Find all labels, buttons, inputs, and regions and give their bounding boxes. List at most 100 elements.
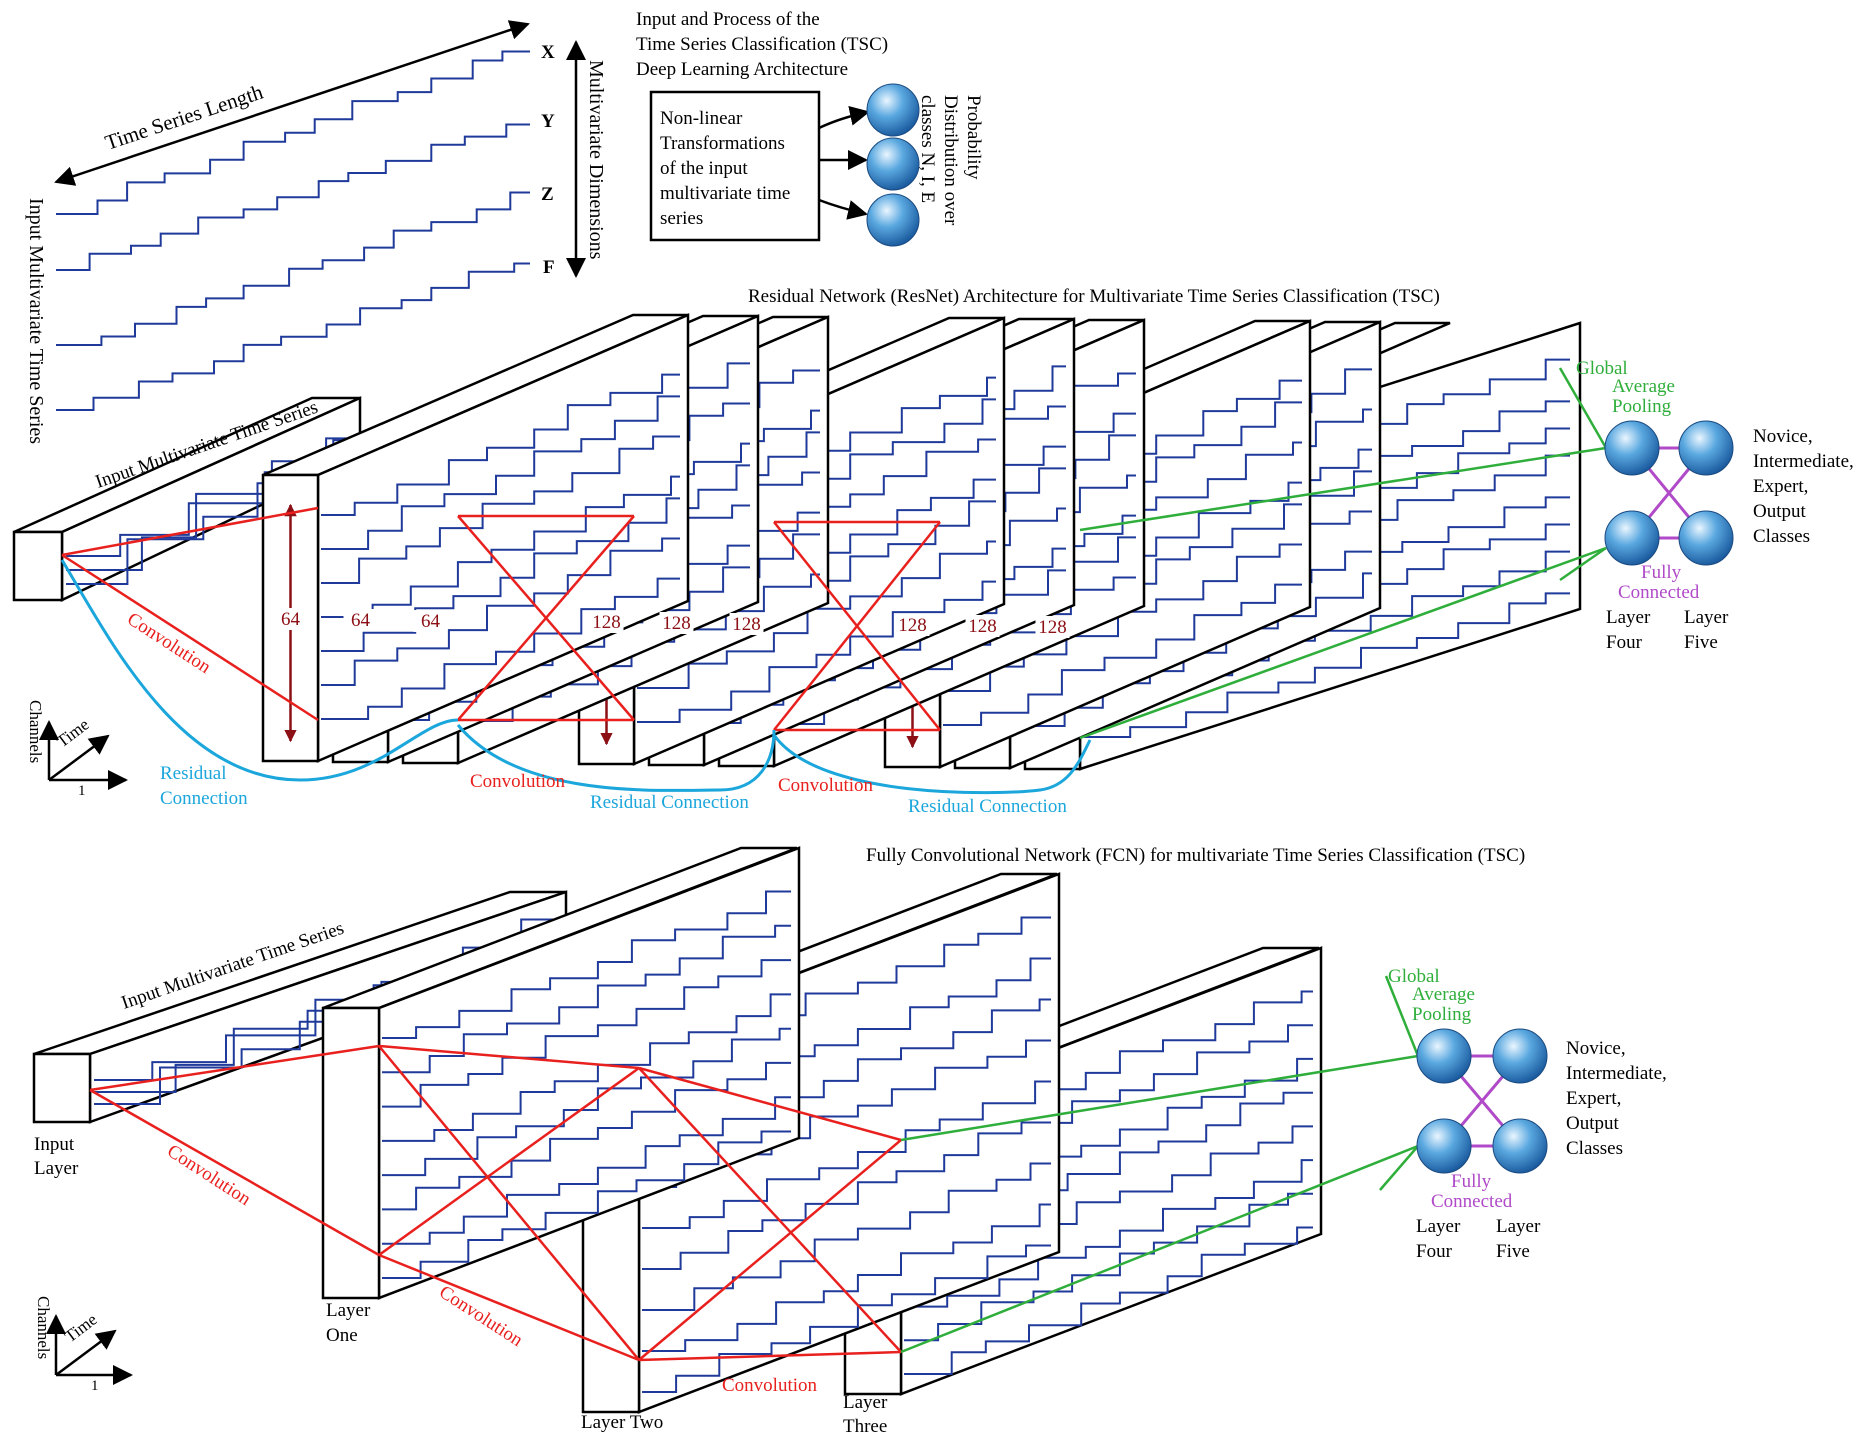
resnet-block-7-series-5	[943, 543, 1302, 692]
resnet-residual-curve-1	[60, 559, 459, 782]
resnet-axis-channels: Channels	[26, 700, 45, 763]
top-input-mts-label: Input Multivariate Time Series	[25, 198, 47, 444]
nonlinear-box	[649, 90, 821, 242]
class-ball-i	[866, 137, 920, 191]
fcn-fc-line1: Fully	[1451, 1171, 1492, 1192]
fcn-layer-one-1: Layer	[326, 1300, 371, 1321]
fcn-block-2-series-7	[642, 1203, 1051, 1352]
resnet-conv-line-9	[773, 521, 941, 731]
probability-line3: classes N, I, E	[917, 95, 938, 203]
fcn-layer-four-2: Four	[1416, 1241, 1453, 1262]
connection-lines	[60, 367, 1608, 1362]
resnet-gap-line2: Average	[1612, 376, 1675, 397]
fcn-gap-line-b	[900, 1054, 1419, 1142]
resnet-dense-node-3	[1604, 510, 1660, 566]
resnet-conv-line-1	[61, 506, 319, 557]
fcn-layer-five-1: Layer	[1496, 1216, 1541, 1237]
resnet-filter-label-bg-2	[343, 609, 378, 631]
fcn-gap-line-a	[1384, 975, 1420, 1057]
resnet-block-1-series-4	[321, 497, 680, 652]
resnet-gap-line-d	[1559, 546, 1607, 582]
fcn-conv-line-1	[89, 1044, 380, 1092]
top-series-f	[56, 262, 530, 411]
fcn-fc-line2: Connected	[1431, 1191, 1513, 1212]
resnet-layer-five-2: Five	[1684, 632, 1718, 653]
box-text-5: series	[660, 208, 703, 229]
fcn-block-1-series-6	[381, 1096, 791, 1245]
fcn-block-2-series-8	[642, 1244, 1051, 1393]
fcn-dense-node-4	[1492, 1118, 1548, 1174]
fcn-block-3-series-7	[904, 1226, 1313, 1375]
fcn-dense-node-1	[1416, 1028, 1472, 1084]
resnet-filter-label-bg-4	[589, 611, 624, 633]
resnet-axis-icon: Channels Time 1	[26, 700, 128, 799]
fcn-conv-line-3	[378, 1044, 640, 1070]
fcn-block-1-series-3	[381, 993, 791, 1142]
resnet-input-front	[12, 530, 64, 602]
fcn-block-2-series-4	[642, 1080, 1051, 1229]
resnet-title: Residual Network (ResNet) Architecture f…	[748, 286, 1440, 307]
fcn-class-5: Classes	[1566, 1138, 1623, 1159]
fcn-conv-line-5	[378, 1066, 640, 1257]
fcn-gap-line3: Pooling	[1412, 1004, 1472, 1025]
resnet-conv-line-2	[61, 553, 319, 722]
resnet-block-1-series-5	[321, 537, 680, 686]
probability-line2: Distribution over	[940, 95, 961, 226]
network-blocks	[12, 313, 1582, 1414]
resnet-filter-label-4: 128	[592, 612, 621, 633]
box-text-1: Non-linear	[660, 108, 743, 129]
resnet-class-1: Novice,	[1753, 426, 1813, 447]
fcn-gap-line1: Global	[1388, 966, 1440, 987]
fcn-convolution-label-3: Convolution	[722, 1375, 818, 1396]
resnet-filter-label-bg-5	[659, 612, 694, 634]
fcn-convolution-label-2: Convolution	[435, 1282, 527, 1352]
resnet-residual-label-2: Residual Connection	[590, 792, 749, 813]
box-text-3: of the input	[660, 158, 748, 179]
dense-nodes	[1416, 420, 1734, 1174]
top-series-z	[56, 191, 530, 346]
class-ball-e	[866, 193, 920, 247]
fcn-class-2: Intermediate,	[1566, 1063, 1667, 1084]
fcn-conv-line-2	[89, 1088, 380, 1257]
resnet-class-5: Classes	[1753, 526, 1810, 547]
resnet-block-1-series-2	[321, 435, 680, 584]
resnet-block-1-series-6	[321, 577, 680, 720]
box-text-2: Transformations	[660, 133, 785, 154]
multivariate-dimensions-label: Multivariate Dimensions	[585, 60, 607, 260]
fcn-block-1-front	[321, 1006, 381, 1300]
resnet-block-1-series-3	[321, 475, 680, 618]
fcn-block-1-series-2	[381, 959, 791, 1108]
resnet-class-2: Intermediate,	[1753, 451, 1854, 472]
fcn-axis-one: 1	[91, 1378, 99, 1394]
fcn-class-3: Expert,	[1566, 1088, 1621, 1109]
fcn-dense-node-2	[1492, 1028, 1548, 1084]
fcn-gap-line-c	[900, 1144, 1419, 1354]
resnet-class-4: Output	[1753, 501, 1807, 522]
resnet-axis-time: Time	[53, 715, 93, 751]
resnet-gap-line-a	[1558, 367, 1608, 449]
resnet-input-block	[12, 396, 362, 602]
resnet-conv-line-5	[457, 515, 635, 721]
resnet-axis-one: 1	[78, 783, 86, 799]
fcn-block-3-series-5	[903, 1159, 1313, 1308]
resnet-gap-line-c	[1079, 546, 1607, 740]
resnet-class-3: Expert,	[1753, 476, 1808, 497]
resnet-residual-curve-3	[772, 734, 1092, 795]
fcn-input-layer-1: Input	[34, 1134, 75, 1155]
fcn-block-1-series-0	[382, 890, 791, 1039]
resnet-layer-four-1: Layer	[1606, 607, 1651, 628]
fcn-block-2-series-6	[642, 1162, 1051, 1311]
resnet-block-4-series-5	[637, 540, 996, 689]
resnet-filter-label-6: 128	[732, 614, 761, 635]
resnet-fc-line1: Fully	[1641, 562, 1682, 583]
fcn-block-1-series-7	[382, 1130, 791, 1279]
resnet-gap-line-b	[1079, 446, 1607, 532]
box-arrow-3	[818, 198, 868, 220]
time-series-length-arrow	[54, 20, 530, 186]
fcn-conv-line-8	[638, 1067, 902, 1353]
resnet-convolution-label-3: Convolution	[778, 775, 874, 796]
resnet-filter-label-7: 128	[898, 615, 927, 636]
fcn-conv-line-9	[638, 1139, 902, 1361]
time-series-length-label: Time Series Length	[102, 80, 266, 155]
